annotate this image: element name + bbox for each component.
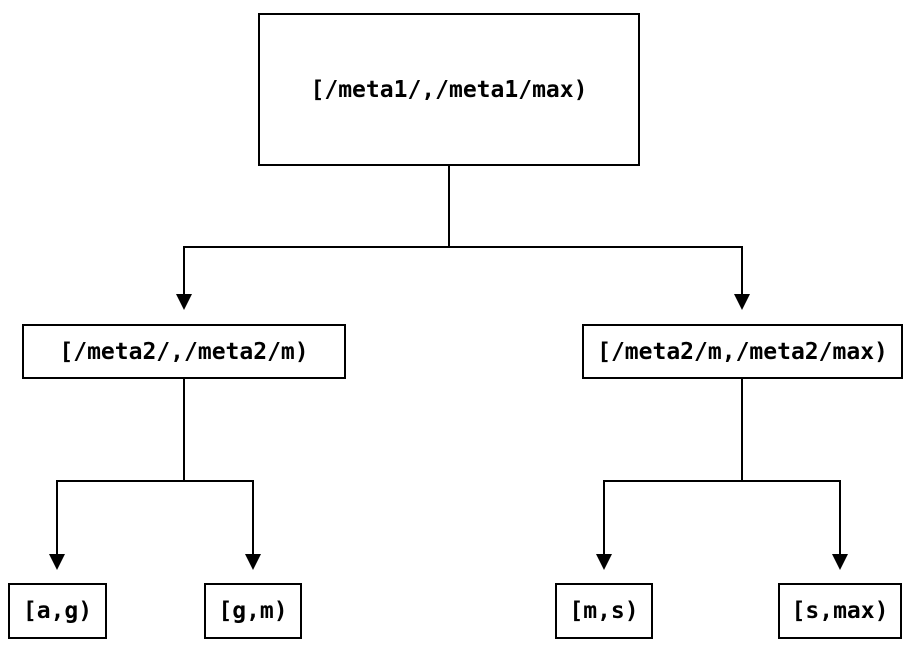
arrowhead-down-icon <box>49 554 65 570</box>
node-leaf-gm-label: [g,m) <box>218 598 288 624</box>
node-root-range: [/meta1/,/meta1/max) <box>258 13 640 166</box>
node-meta2-high-range: [/meta2/m,/meta2/max) <box>582 324 903 379</box>
node-root-label: [/meta1/,/meta1/max) <box>310 76 588 103</box>
node-meta2-low-range: [/meta2/,/meta2/m) <box>22 324 346 379</box>
edge-meta2high-to-leaves <box>596 379 848 570</box>
node-leaf-ag: [a,g) <box>8 583 107 639</box>
node-meta2-low-label: [/meta2/,/meta2/m) <box>59 338 309 365</box>
arrowhead-down-icon <box>176 294 192 310</box>
node-leaf-ms-label: [m,s) <box>569 598 639 624</box>
arrowhead-down-icon <box>596 554 612 570</box>
arrowhead-down-icon <box>734 294 750 310</box>
node-leaf-gm: [g,m) <box>204 583 302 639</box>
node-leaf-ms: [m,s) <box>555 583 653 639</box>
edge-meta2low-to-leaves <box>49 379 261 570</box>
node-meta2-high-label: [/meta2/m,/meta2/max) <box>597 338 888 365</box>
arrowhead-down-icon <box>245 554 261 570</box>
node-leaf-smax: [s,max) <box>778 583 902 639</box>
node-leaf-ag-label: [a,g) <box>22 598 93 624</box>
arrowhead-down-icon <box>832 554 848 570</box>
node-leaf-smax-label: [s,max) <box>791 598 889 624</box>
edge-root-to-children <box>176 166 750 310</box>
